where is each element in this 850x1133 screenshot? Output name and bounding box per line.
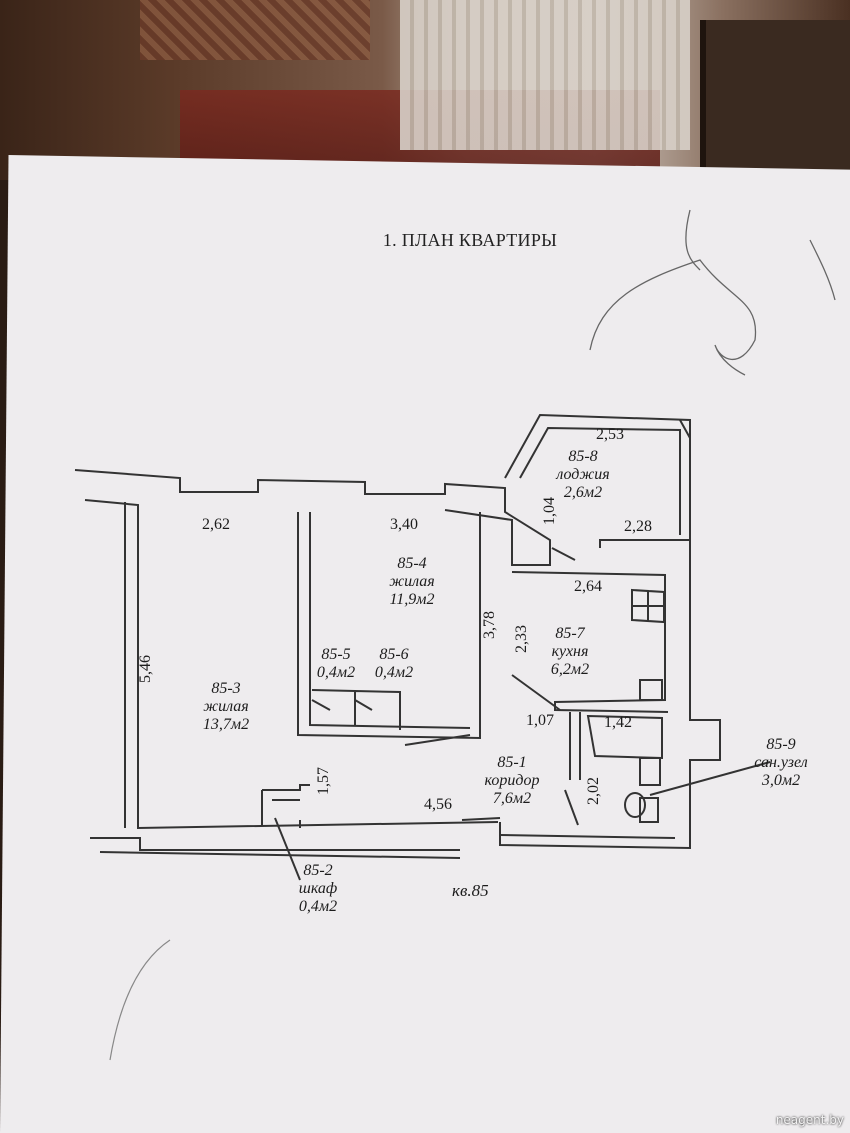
- dim-3-40: 3,40: [390, 516, 418, 533]
- dim-2-02: 2,02: [585, 777, 602, 805]
- rug: [140, 0, 370, 60]
- watermark: neagent.by: [775, 1113, 844, 1127]
- dim-2-33: 2,33: [513, 625, 530, 653]
- dim-3-78: 3,78: [481, 611, 498, 639]
- plan-title: 1. ПЛАН КВАРТИРЫ: [382, 230, 558, 250]
- dim-2-64: 2,64: [574, 578, 602, 595]
- dim-5-46: 5,46: [137, 655, 154, 683]
- dim-2-28: 2,28: [624, 518, 652, 535]
- dim-1-57: 1,57: [315, 767, 332, 795]
- chair: [700, 20, 850, 180]
- dim-1-07: 1,07: [526, 712, 554, 729]
- apartment-label: кв.85: [452, 881, 489, 900]
- dim-1-42: 1,42: [604, 714, 632, 731]
- dim-2-62: 2,62: [202, 516, 230, 533]
- dim-2-53: 2,53: [596, 426, 624, 443]
- curtain: [400, 0, 690, 150]
- dim-4-56: 4,56: [424, 796, 452, 813]
